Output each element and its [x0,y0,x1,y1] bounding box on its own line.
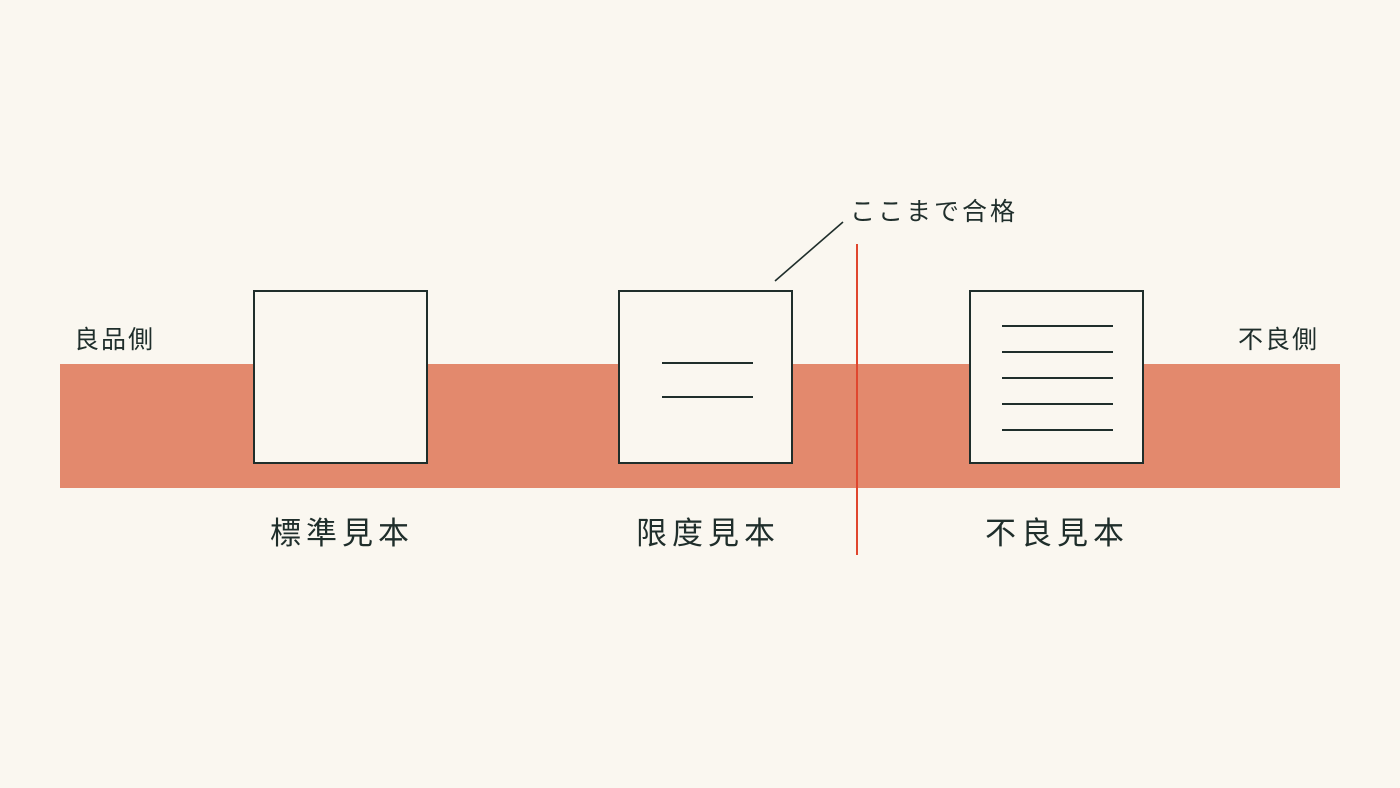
limit-sample-box [618,290,793,464]
callout-leader-line [774,221,844,282]
limit-sample-label: 限度見本 [636,516,780,552]
defective-sample-label: 不良見本 [985,516,1129,552]
defect-line [662,362,753,364]
pass-limit-callout: ここまで合格 [850,197,1019,226]
defect-line [1002,429,1113,431]
standard-sample-label: 標準見本 [270,516,414,552]
defect-line [1002,403,1113,405]
defect-line [1002,325,1113,327]
standard-sample-box [253,290,428,464]
defect-side-label: 不良側 [1238,325,1320,354]
pass-threshold-line [856,244,858,555]
defect-line [1002,377,1113,379]
defect-line [662,396,753,398]
good-side-label: 良品側 [74,325,156,354]
defective-sample-box [969,290,1144,464]
defect-line [1002,351,1113,353]
